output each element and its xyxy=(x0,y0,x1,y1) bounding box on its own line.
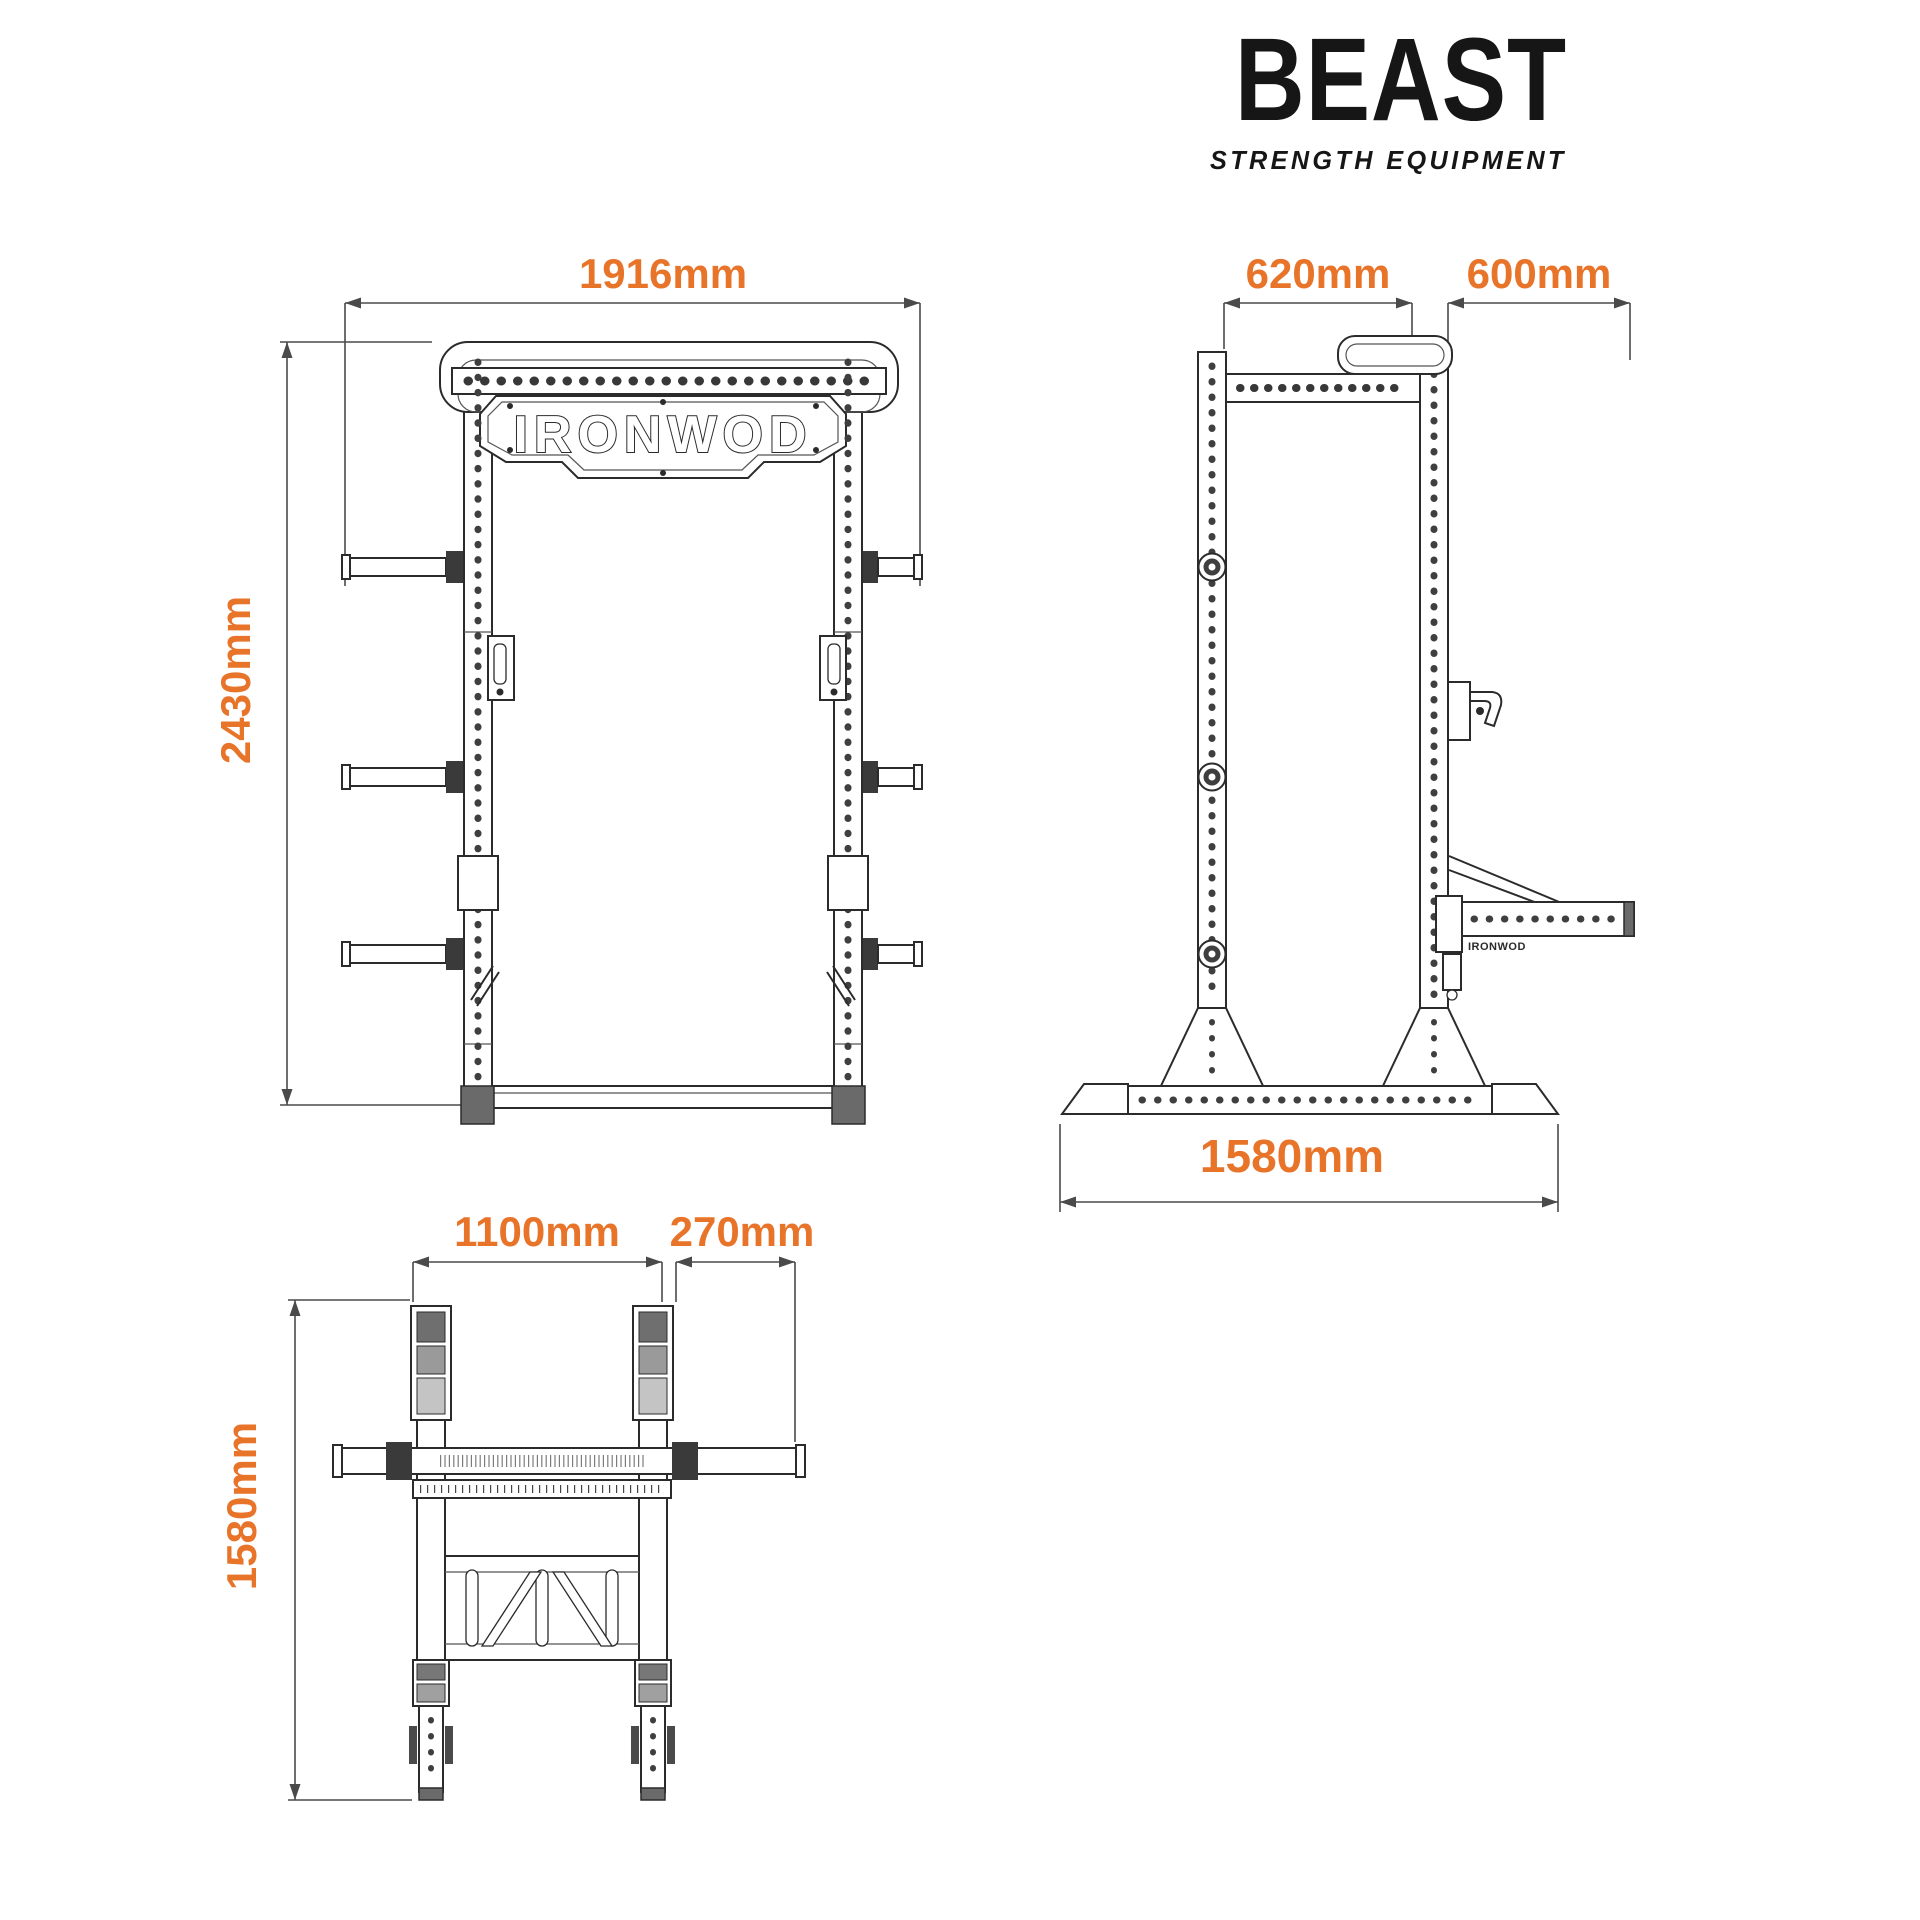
front-view: 1916mm 2430mm xyxy=(212,250,923,1125)
side-rear-upright xyxy=(1158,351,1266,1089)
side-arm-reach-label: 600mm xyxy=(1467,250,1612,297)
front-brand-plate: IRONWOD xyxy=(479,395,847,479)
top-view: 1100mm 270mm 1580mm xyxy=(218,1208,815,1801)
side-dim-arm-reach: 600mm xyxy=(1447,250,1631,360)
top-foot-right xyxy=(631,1659,675,1801)
side-top-crossmember xyxy=(1225,373,1421,403)
side-arm-text: IRONWOD xyxy=(1468,941,1526,953)
side-spotter-arm: IRONWOD xyxy=(1435,855,1635,1001)
front-height-label: 2430mm xyxy=(212,596,259,764)
side-dim-top-width: 620mm xyxy=(1223,250,1413,349)
front-dim-height: 2430mm xyxy=(212,341,462,1106)
front-dim-width: 1916mm xyxy=(344,250,921,586)
side-view: 620mm 600mm xyxy=(1059,250,1635,1212)
brand-logo: BEAST STRENGTH EQUIPMENT xyxy=(1205,21,1567,176)
side-base xyxy=(1060,1083,1560,1115)
top-overhang-label: 270mm xyxy=(670,1208,815,1255)
top-rack-drawing xyxy=(332,1305,806,1801)
top-truss-frame xyxy=(444,1555,640,1661)
front-plate-text: IRONWOD xyxy=(513,406,812,464)
front-bottom-rail xyxy=(460,1085,866,1125)
top-pullup-bar xyxy=(332,1442,806,1480)
top-bar-span-label: 1100mm xyxy=(454,1208,620,1255)
top-upright-sections xyxy=(410,1305,674,1421)
front-lower-sleeves xyxy=(457,855,869,1007)
side-pullup-handle xyxy=(1337,335,1453,375)
top-dim-depth: 1580mm xyxy=(218,1299,412,1801)
brand-tagline: STRENGTH EQUIPMENT xyxy=(1209,144,1567,175)
top-crossmember-band xyxy=(412,1479,672,1499)
top-depth-label: 1580mm xyxy=(218,1422,265,1590)
side-top-width-label: 620mm xyxy=(1246,250,1391,297)
front-rack-drawing: IRONWOD xyxy=(341,341,923,1125)
top-dim-bar-span: 1100mm xyxy=(412,1208,663,1302)
top-dim-overhang: 270mm xyxy=(670,1208,815,1442)
front-weight-horns-left xyxy=(341,551,468,970)
side-j-hook xyxy=(1447,681,1503,741)
front-top-crossmember xyxy=(451,367,887,395)
top-foot-left xyxy=(409,1659,453,1801)
side-rack-drawing: IRONWOD xyxy=(1060,335,1635,1115)
side-dim-base-length: 1580mm xyxy=(1059,1124,1559,1212)
front-width-label: 1916mm xyxy=(579,250,747,297)
side-base-length-label: 1580mm xyxy=(1200,1130,1384,1182)
front-j-hooks xyxy=(487,635,847,701)
